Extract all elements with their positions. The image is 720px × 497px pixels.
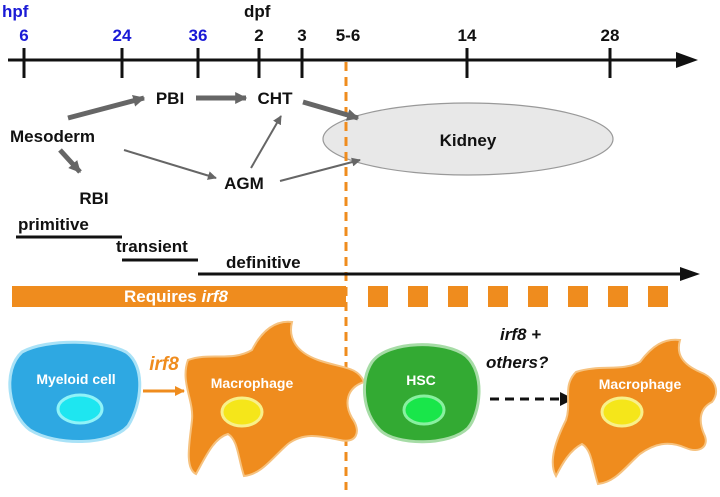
definitive-label: definitive <box>226 253 301 272</box>
requirement-dash <box>488 286 508 307</box>
requirement-dash <box>608 286 628 307</box>
arrow-mesoderm-to-rbi <box>58 148 82 174</box>
tick-label-14: 14 <box>458 26 477 45</box>
requires-irf8-bar <box>12 286 346 307</box>
myeloid-cell: Myeloid cell <box>8 340 142 444</box>
pbi-label: PBI <box>156 89 184 108</box>
tick-label-24: 24 <box>113 26 132 45</box>
requirement-dashes <box>368 286 668 307</box>
hsc-cell: HSC <box>362 343 481 444</box>
tissue-flow: Mesoderm PBI CHT RBI AGM <box>10 89 361 208</box>
agm-label: AGM <box>224 174 264 193</box>
cht-label: CHT <box>258 89 294 108</box>
transient-label: transient <box>116 237 188 256</box>
kidney-ellipse <box>322 102 614 176</box>
hsc-body <box>362 343 481 444</box>
arrow-cht-to-kidney <box>302 99 360 121</box>
arrow-agm-to-kidney <box>279 157 361 182</box>
requirement-dash <box>528 286 548 307</box>
tick-label-28: 28 <box>601 26 620 45</box>
irf8-others-line2: others? <box>486 353 549 372</box>
hsc-to-macrophage-arrowhead <box>560 392 574 406</box>
tick-label-5-6: 5-6 <box>336 26 361 45</box>
myeloid-nucleus <box>56 393 104 425</box>
requirement-dash <box>408 286 428 307</box>
macrophage-left: Macrophage <box>184 320 366 478</box>
requires-irf8-label: Requires irf8 <box>124 287 228 306</box>
primitive-label: primitive <box>18 215 89 234</box>
requirement-dash <box>448 286 468 307</box>
irf8-arrow-label: irf8 <box>149 354 179 375</box>
requirement-dash <box>368 286 388 307</box>
tick-label-2: 2 <box>254 26 263 45</box>
macrophage-left-body <box>184 320 366 478</box>
requires-prefix: Requires <box>124 287 201 306</box>
arrow-mesoderm-to-pbi <box>67 94 146 121</box>
irf8-others-line1: irf8 + <box>500 325 541 344</box>
macrophage-right: Macrophage <box>551 338 717 486</box>
macrophage-left-nucleus <box>220 396 264 428</box>
macrophage-right-nucleus <box>600 396 644 428</box>
tick-label-3: 3 <box>297 26 306 45</box>
hsc-label: HSC <box>406 372 436 388</box>
waves: primitive transient definitive <box>16 215 700 281</box>
requirement-dash <box>568 286 588 307</box>
macrophage-left-label: Macrophage <box>211 375 294 391</box>
myeloid-cell-body <box>8 340 142 444</box>
hsc-nucleus <box>402 394 446 426</box>
arrow-mesoderm-to-agm <box>123 149 217 180</box>
kidney-label: Kidney <box>440 131 497 150</box>
tick-label-36: 36 <box>189 26 208 45</box>
definitive-arrowhead <box>680 267 700 281</box>
arrow-agm-to-cht <box>250 115 282 169</box>
macrophage-right-label: Macrophage <box>599 376 682 392</box>
timeline-arrowhead <box>676 52 698 68</box>
irf8-requirement: Requires irf8 <box>12 286 668 307</box>
timeline: hpf dpf 6 24 36 2 3 5-6 14 28 <box>2 2 698 78</box>
myeloid-cell-label: Myeloid cell <box>36 371 115 387</box>
rbi-label: RBI <box>79 189 108 208</box>
mesoderm-label: Mesoderm <box>10 127 95 146</box>
dpf-unit-label: dpf <box>244 2 271 21</box>
requires-gene: irf8 <box>202 287 229 306</box>
requirement-dash <box>648 286 668 307</box>
tick-label-6: 6 <box>19 26 28 45</box>
hpf-unit-label: hpf <box>2 2 29 21</box>
